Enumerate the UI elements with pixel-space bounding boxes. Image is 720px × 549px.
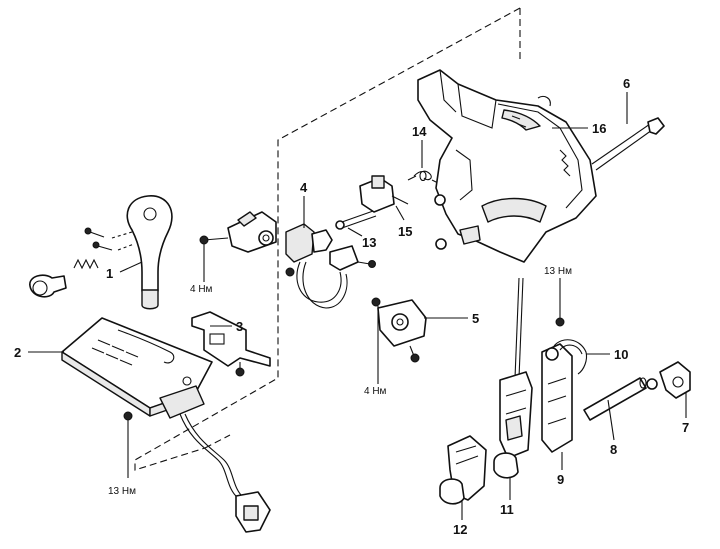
part-6-long-bolt: [591, 117, 665, 171]
callout-9: 9: [557, 472, 564, 487]
callout-12: 12: [453, 522, 467, 537]
part-9-detent-plate: [541, 308, 573, 453]
callout-4: 4: [300, 180, 308, 195]
part-12-lever-bracket: [439, 435, 487, 505]
callout-7: 7: [682, 420, 689, 435]
torque-label-lever: 13 Нм: [544, 266, 572, 277]
part-10-clip: [553, 339, 588, 375]
callout-14: 14: [412, 124, 427, 139]
part-7-end-bracket: [646, 361, 691, 399]
assembly-boundary-dashed-lower: [204, 434, 231, 449]
part-11-shift-lever: [493, 277, 533, 479]
part-13-bolt: [335, 209, 377, 230]
part-8-rod: [583, 377, 647, 421]
part-16-main-housing: [417, 69, 597, 263]
part-14-spring: [407, 170, 441, 185]
bottom-torque-bolt: [123, 411, 133, 478]
callout-2: 2: [14, 345, 21, 360]
part-15-pivot: [359, 175, 409, 213]
callout-leader-lines: [28, 92, 687, 520]
callout-1: 1: [106, 266, 113, 281]
knob-screws: [84, 227, 135, 251]
callout-16: 16: [592, 121, 606, 136]
part-2-indicator-panel: [61, 317, 213, 419]
part-1-shift-knob: [126, 195, 173, 310]
torque-label-switch: 4 Нм: [364, 386, 387, 397]
panel-wire-harness: [179, 413, 271, 533]
callout-15: 15: [398, 224, 412, 239]
callout-5: 5: [472, 311, 479, 326]
knob-spring-and-button: [29, 258, 99, 298]
shift-lock-solenoid: [199, 211, 277, 253]
callout-10: 10: [614, 347, 628, 362]
callout-6: 6: [623, 76, 630, 91]
torque-label-panel: 13 Нм: [108, 486, 136, 497]
torque-label-solenoid: 4 Нм: [190, 284, 213, 295]
callout-11: 11: [500, 502, 514, 517]
assembly-boundary-dashed: [134, 7, 521, 471]
callout-8: 8: [610, 442, 617, 457]
part-5-switch: [371, 297, 427, 363]
callout-13: 13: [362, 235, 376, 250]
callout-3: 3: [236, 319, 243, 334]
